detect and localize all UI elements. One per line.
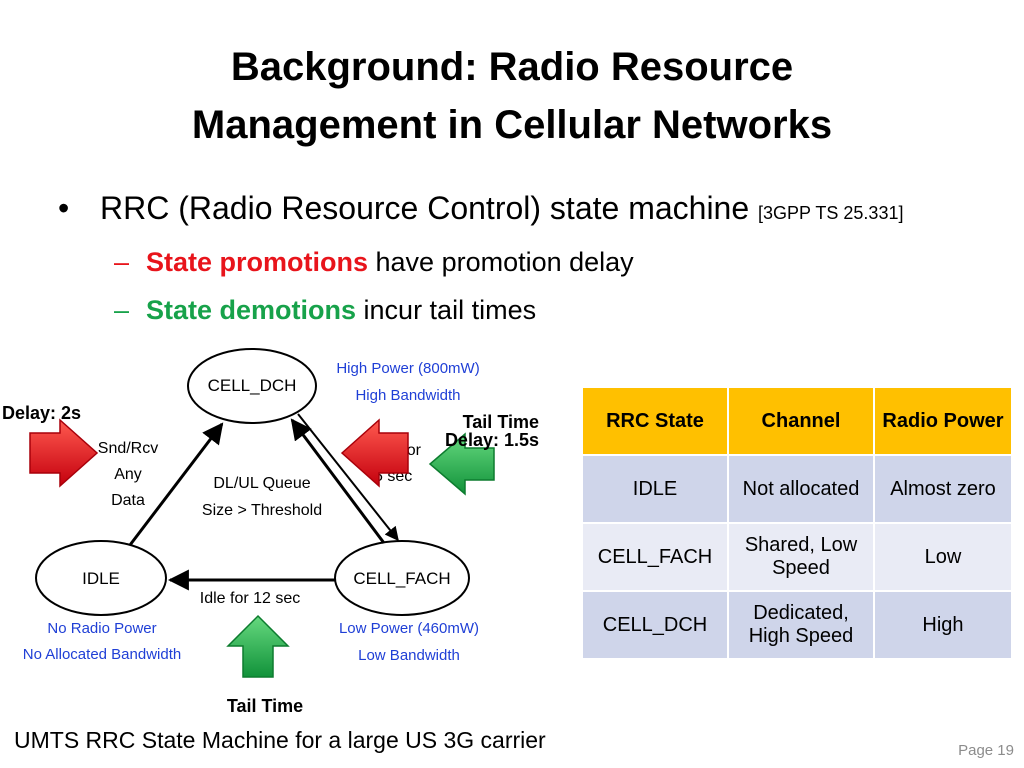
table-cell: CELL_FACH [581,522,729,592]
main-bullet: • RRC (Radio Resource Control) state mach… [58,188,903,233]
slide-title-line-2: Management in Cellular Networks [191,103,833,147]
idle-to-dch-label: Any [114,466,142,483]
delay-left-label: Delay: 2s [2,403,81,423]
idle-power-note: No Radio Power [47,620,156,637]
sub-bullet-demotions: –State demotions incur tail times [114,293,536,327]
state-cell-fach-label: CELL_FACH [353,569,450,588]
main-bullet-reference: [3GPP TS 25.331] [758,203,904,223]
page-number: Page 19 [958,742,1014,759]
sub-bullet-promotions: –State promotions have promotion delay [114,245,634,279]
slide-title-line-1: Background: Radio Resource [230,45,794,89]
fach-bandwidth-note: Low Bandwidth [358,647,460,664]
table-header-row: RRC State Channel Radio Power [581,386,1013,456]
table-row: CELL_FACH Shared, Low Speed Low [581,522,1013,592]
state-cell-dch [187,348,317,424]
table-cell: Almost zero [873,454,1013,524]
sub-bullet-text: have promotion delay [368,247,634,277]
idle-to-dch-label: Data [111,492,145,509]
state-cell-fach [334,540,470,616]
table-row: CELL_DCH Dedicated, High Speed High [581,590,1013,660]
sub-bullet-marker: – [114,295,130,325]
delay-right-label: Delay: 1.5s [445,430,539,450]
table-cell: CELL_DCH [581,590,729,660]
slide-title: Background: Radio Resource Management in… [0,38,1024,154]
table-cell: Low [873,522,1013,592]
table-cell: Not allocated [727,454,875,524]
dch-power-note: High Power (800mW) [336,360,479,377]
fach-to-dch-label: Size > Threshold [202,502,322,519]
fach-to-dch-label: DL/UL Queue [213,475,310,492]
idle-bandwidth-note: No Allocated Bandwidth [23,646,181,663]
table-cell: Shared, Low Speed [727,522,875,592]
arrow-fach-to-dch [290,418,386,544]
state-cell-dch-label: CELL_DCH [208,376,297,395]
fach-to-idle-label: Idle for 12 sec [200,590,301,607]
sub-bullet-marker: – [114,247,130,277]
rrc-state-diagram: CELL_DCH IDLE CELL_FACH High Power (800m… [2,348,539,716]
tail-time-right-label: Tail Time [463,412,539,432]
tail-time-bottom-label: Tail Time [227,696,303,716]
idle-to-dch-label: Snd/Rcv [98,440,158,457]
arrow-idle-to-dch [128,422,224,546]
table-header-cell: RRC State [581,386,729,456]
fach-power-note: Low Power (460mW) [339,620,479,637]
main-bullet-text: RRC (Radio Resource Control) state machi… [100,190,759,226]
diagram-caption: UMTS RRC State Machine for a large US 3G… [14,727,546,753]
sub-bullet-highlight: State promotions [146,247,369,277]
table-cell: Dedicated, High Speed [727,590,875,660]
promotion-arrow-right-icon [340,418,409,488]
state-idle [35,540,167,616]
demotion-arrow-bottom-icon [226,614,290,678]
rrc-state-table: RRC State Channel Radio Power IDLE Not a… [581,386,1013,660]
arrow-dch-to-fach [297,413,399,542]
table-header-cell: Radio Power [873,386,1013,456]
bullet-marker: • [58,190,70,226]
table-row: IDLE Not allocated Almost zero [581,454,1013,524]
table-cell: High [873,590,1013,660]
table-cell: IDLE [581,454,729,524]
sub-bullet-highlight: State demotions [146,295,357,325]
dch-bandwidth-note: High Bandwidth [355,387,460,404]
sub-bullet-text: incur tail times [356,295,537,325]
promotion-arrow-left-icon [29,418,99,488]
table-header-cell: Channel [727,386,875,456]
demotion-arrow-right-icon [428,432,495,496]
state-idle-label: IDLE [82,569,120,588]
